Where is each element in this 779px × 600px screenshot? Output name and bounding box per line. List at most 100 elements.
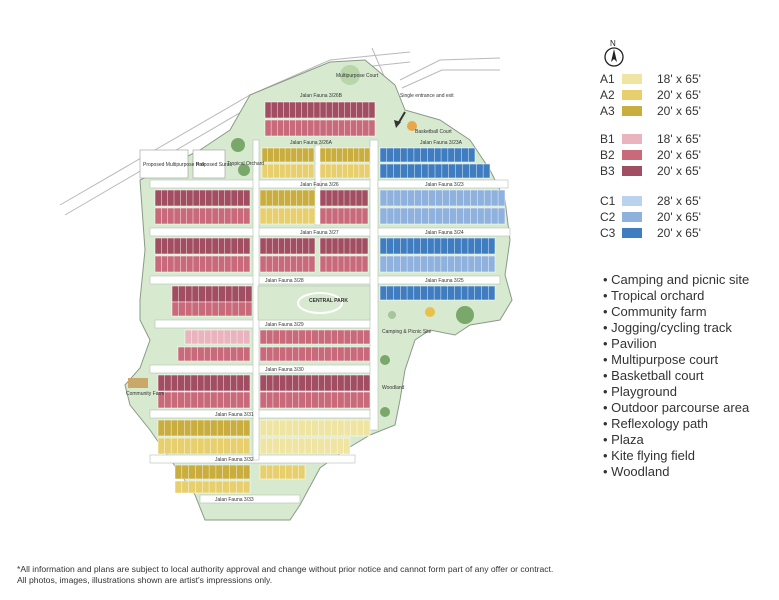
lot-block-b3 [154, 237, 251, 255]
lot-block-a2 [259, 207, 316, 225]
label-multipurpose-court: Multipurpose Court [336, 73, 379, 79]
amenity-label: Kite flying field [611, 448, 695, 463]
legend-size: 20' x 65' [657, 88, 701, 102]
lot-block-b3 [259, 374, 371, 392]
internal-roads [149, 139, 511, 504]
camping-icon [388, 311, 396, 319]
amenity-label: Plaza [611, 432, 644, 447]
legend-code: B1 [600, 132, 615, 146]
lot-block-a2 [319, 163, 371, 179]
road-label: Jalan Fauna 3/27 [300, 230, 339, 236]
woodland-tree-icon [380, 355, 390, 365]
label-community-farm: Community Farm [126, 391, 164, 397]
label-central-park: CENTRAL PARK [309, 298, 348, 304]
amenity-label: Basketball court [611, 368, 704, 383]
amenity-label: Community farm [611, 304, 707, 319]
amenity-label: Outdoor parcourse area [611, 400, 750, 415]
amenity-label: Playground [611, 384, 677, 399]
legend-size: 28' x 65' [657, 194, 701, 208]
lot-block-a2 [261, 163, 315, 179]
jogging-track [297, 292, 343, 314]
road-label: Jalan Fauna 3/29 [265, 322, 304, 328]
basketball-icon [407, 121, 417, 131]
legend-swatch [622, 228, 642, 238]
amenity-label: Reflexology path [611, 416, 709, 431]
legend-size: 20' x 65' [657, 210, 701, 224]
bullet-icon: • [603, 320, 612, 335]
legend-size: 18' x 65' [657, 132, 701, 146]
amenity-item: • Playground [603, 384, 749, 400]
entrance-arrow-head [394, 120, 401, 128]
legend-row-b1: B1 18' x 65' [600, 130, 701, 148]
lot-block-b2 [259, 346, 371, 362]
amenity-label: Tropical orchard [610, 288, 705, 303]
amenity-item: • Kite flying field [603, 448, 749, 464]
bullet-icon: • [603, 368, 612, 383]
label-camping-picnic-site: Camping & Picnic Site [382, 329, 432, 335]
road-label: Jalan Fauna 3/33 [215, 497, 254, 503]
legend-code: B3 [600, 164, 615, 178]
disclaimer-line-1: *All information and plans are subject t… [17, 564, 554, 574]
amenity-item: • Basketball court [603, 368, 749, 384]
road-label: Jalan Fauna 3/26A [290, 140, 333, 146]
amenity-item: • Community farm [603, 304, 749, 320]
bullet-icon: • [603, 384, 612, 399]
road-label: Jalan Fauna 3/24 [425, 230, 464, 236]
label-tropical-orchard: Tropical Orchard [227, 161, 264, 167]
legend-swatch [622, 106, 642, 116]
central-park-area [257, 285, 371, 321]
tent-icon [425, 307, 435, 317]
lot-block-c2 [379, 255, 496, 273]
lot-block-a1 [259, 419, 371, 437]
lot-block-a3 [259, 189, 316, 207]
bullet-icon: • [603, 432, 612, 447]
legend-size: 20' x 65' [657, 148, 701, 162]
legend-code: A3 [600, 104, 615, 118]
amenity-item: • Multipurpose court [603, 352, 749, 368]
road-label: Jalan Fauna 3/26 [300, 182, 339, 188]
multipurpose-court-tree [340, 65, 360, 85]
legend-code: B2 [600, 148, 615, 162]
legend-swatch [622, 166, 642, 176]
bullet-icon: • [603, 352, 612, 367]
bullet-icon: • [603, 464, 612, 479]
legend-swatch [622, 212, 642, 222]
lot-block-b2 [259, 255, 316, 273]
lot-block-b2 [177, 346, 251, 362]
amenity-item: • Reflexology path [603, 416, 749, 432]
legend-size: 18' x 65' [657, 72, 701, 86]
amenity-item: • Pavilion [603, 336, 749, 352]
legend-swatch [622, 196, 642, 206]
road-label: Jalan Fauna 3/31 [215, 412, 254, 418]
proposed-surau-plot [192, 149, 226, 179]
legend-row-b3: B3 20' x 65' [600, 162, 701, 180]
amenity-label: Jogging/cycling track [611, 320, 732, 335]
bullet-icon: • [603, 448, 612, 463]
lot-block-b2 [154, 207, 251, 225]
legend-size: 20' x 65' [657, 104, 701, 118]
orchard-tree-icon [238, 164, 250, 176]
road-label: Jalan Fauna 3/32 [215, 457, 254, 463]
legend-row-a2: A2 20' x 65' [600, 86, 701, 104]
legend-row-b2: B2 20' x 65' [600, 146, 701, 164]
road-label: Jalan Fauna 3/25 [425, 278, 464, 284]
lot-block-c3 [379, 237, 496, 255]
north-compass-icon: N [603, 38, 625, 68]
amenities-list: • Camping and picnic site• Tropical orch… [603, 272, 749, 480]
proposed-multipurpose-hall-plot [139, 149, 189, 179]
lot-block-a2 [174, 480, 251, 494]
legend-code: A1 [600, 72, 615, 86]
amenity-label: Multipurpose court [611, 352, 719, 367]
legend-size: 20' x 65' [657, 226, 701, 240]
legend-size: 20' x 65' [657, 164, 701, 178]
legend-swatch [622, 134, 642, 144]
legend-code: A2 [600, 88, 615, 102]
road-label: Jalan Fauna 3/26B [300, 93, 343, 99]
label-basketball-court: Basketball Court [415, 129, 452, 135]
svg-text:N: N [610, 39, 616, 48]
legend-swatch [622, 90, 642, 100]
